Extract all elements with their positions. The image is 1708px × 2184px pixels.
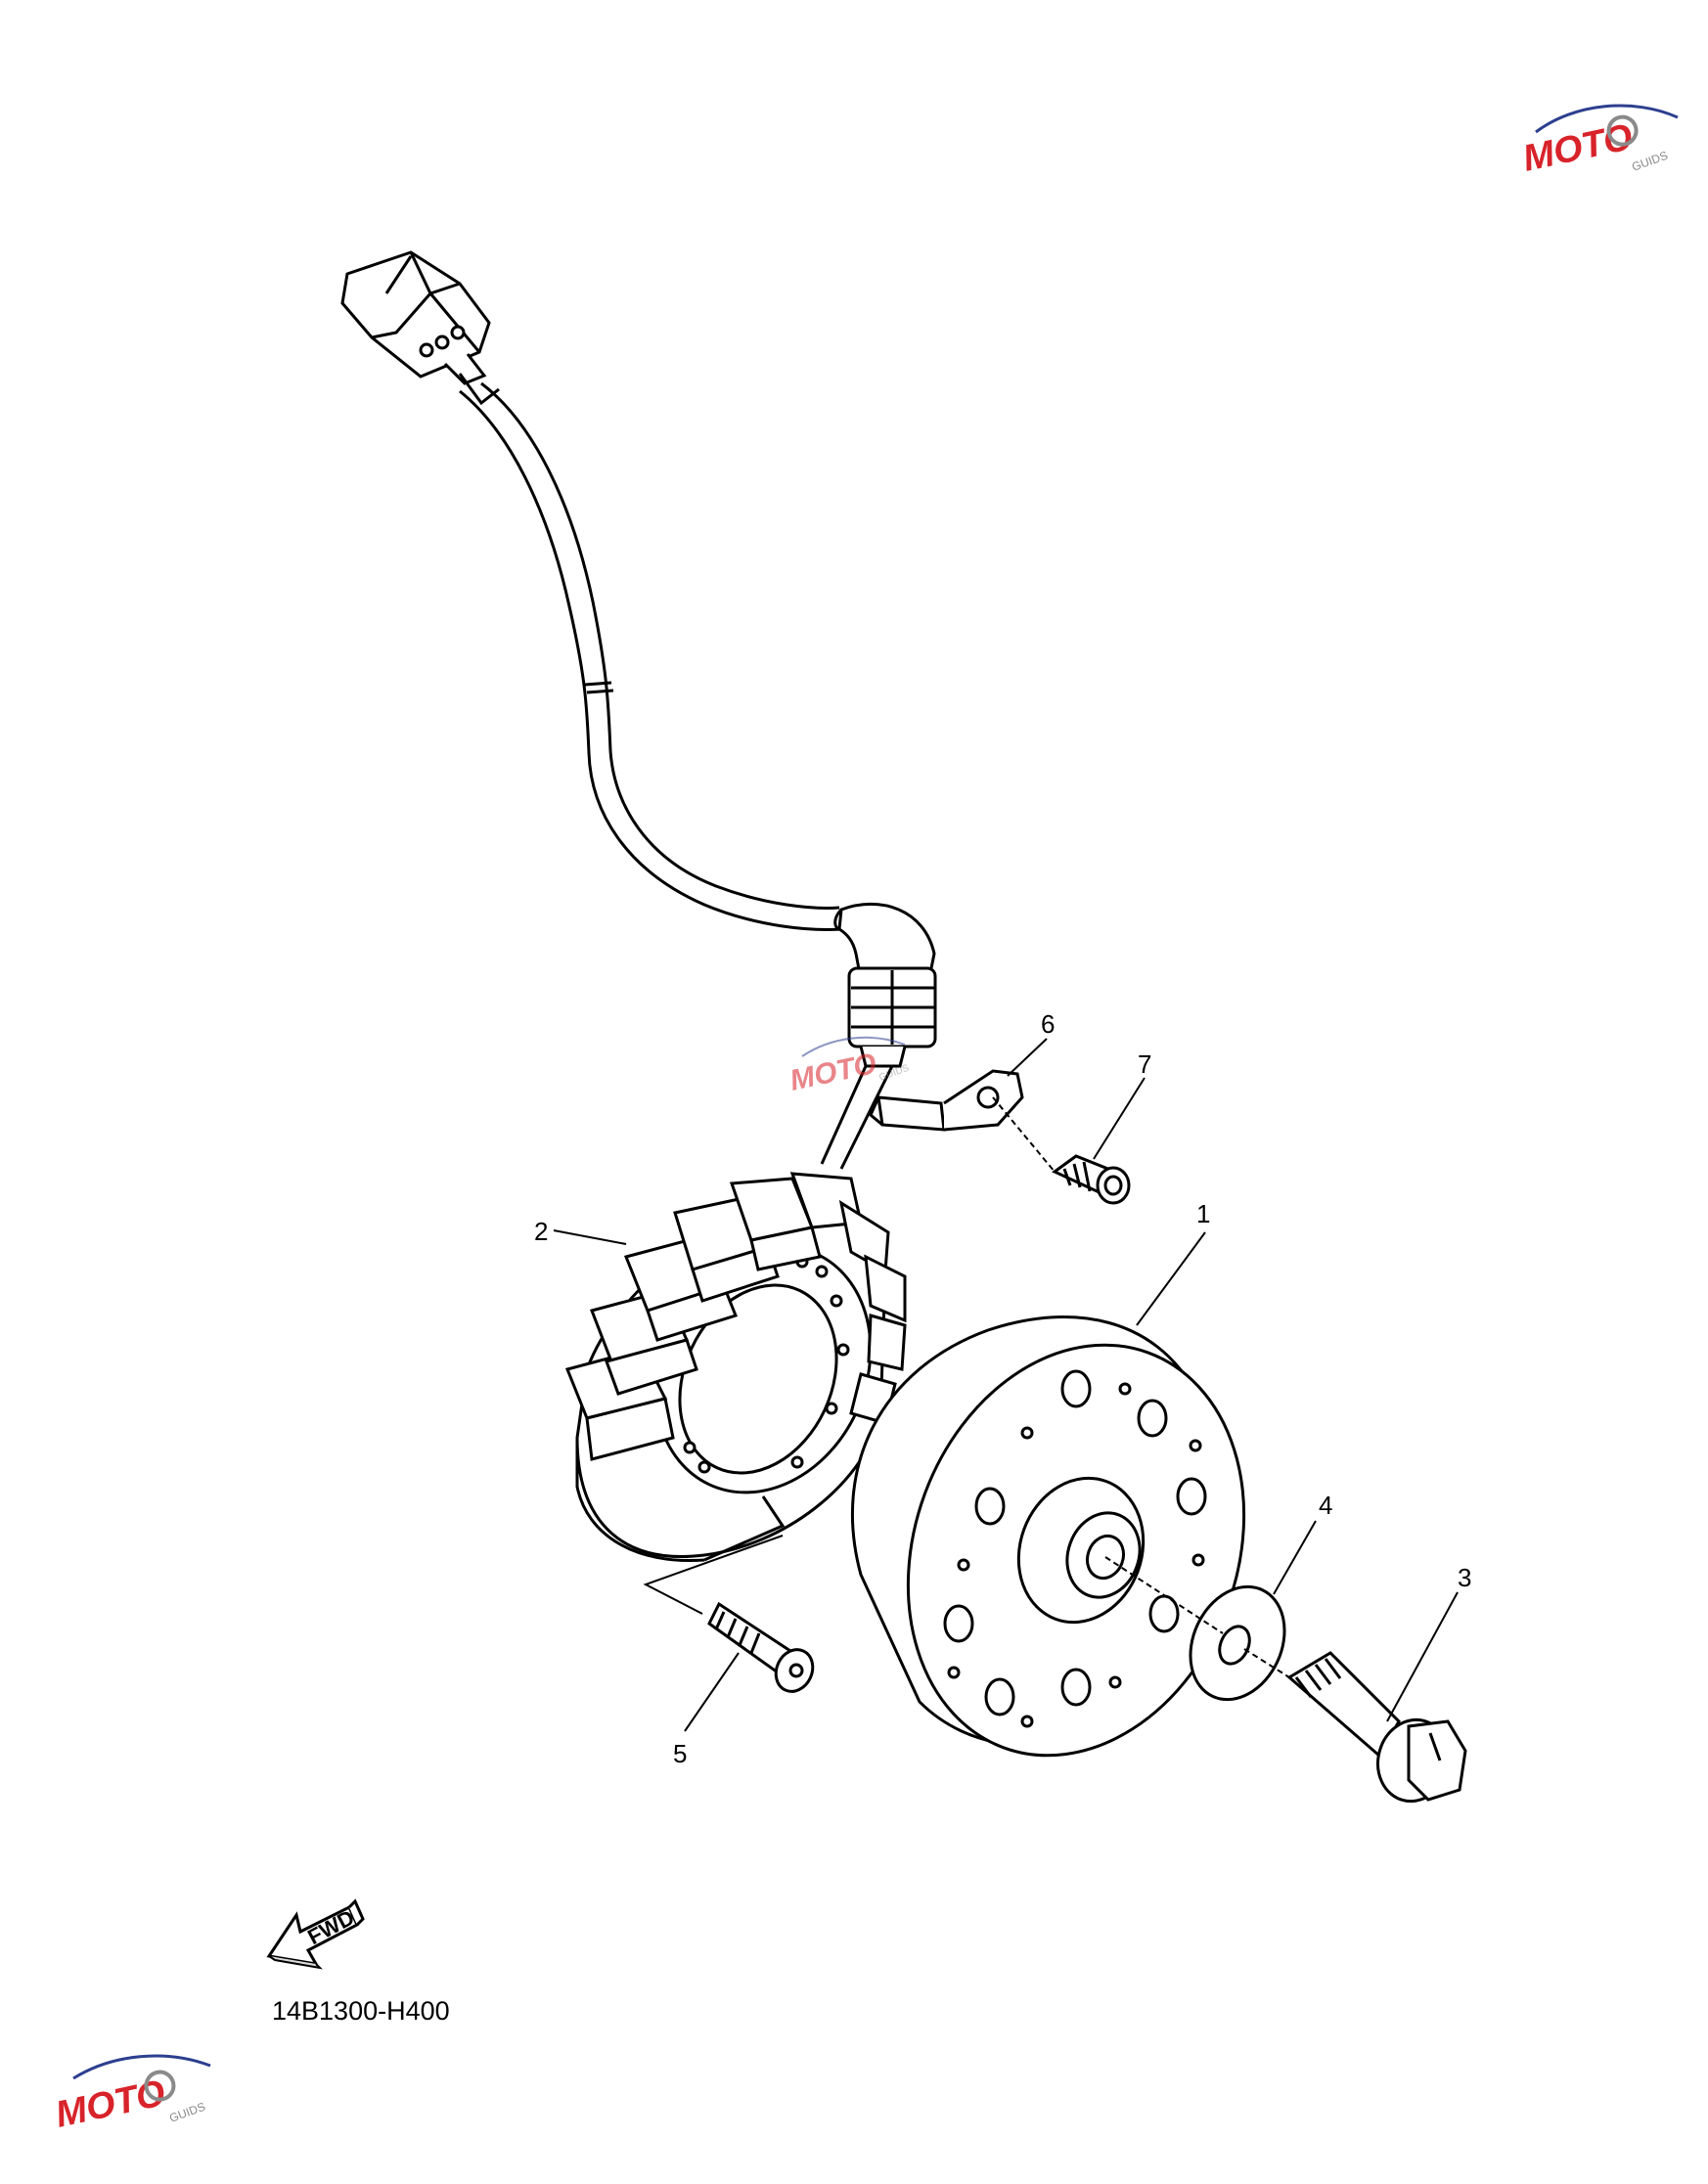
cable-grommet: [833, 902, 937, 1068]
stator-lead: [820, 1065, 894, 1170]
watermark-logo-bottom: MOTO GUIDS: [52, 2054, 211, 2136]
callout-leaders: [553, 1038, 1459, 1732]
leader-4: [1273, 1520, 1317, 1595]
fwd-arrow-icon: FWD: [266, 1898, 365, 1970]
callout-5: 5: [673, 1739, 687, 1768]
svg-text:MOTO: MOTO: [1519, 116, 1637, 180]
callout-3: 3: [1458, 1563, 1471, 1592]
washer: [1104, 1556, 1286, 1702]
svg-text:MOTO: MOTO: [52, 2073, 169, 2136]
clamp-screw: [992, 1096, 1131, 1205]
svg-text:GUIDS: GUIDS: [167, 2100, 207, 2125]
svg-text:MOTO: MOTO: [787, 1047, 879, 1097]
leader-3: [1386, 1591, 1459, 1722]
leader-7: [1093, 1077, 1146, 1160]
wire-harness: [459, 381, 842, 931]
lead-clamp: [869, 1069, 1024, 1132]
callout-1: 1: [1196, 1199, 1210, 1228]
stator-screw: [643, 1535, 815, 1693]
leader-1: [1136, 1231, 1206, 1326]
callout-4: 4: [1319, 1491, 1332, 1520]
callout-7: 7: [1138, 1049, 1151, 1079]
harness-connector: [340, 250, 500, 406]
leader-5: [684, 1652, 740, 1732]
leader-2: [553, 1229, 627, 1245]
leader-6: [1007, 1038, 1048, 1077]
svg-text:GUIDS: GUIDS: [1630, 149, 1670, 174]
fwd-label: FWD: [303, 1905, 358, 1950]
flywheel-rotor: [851, 1315, 1246, 1758]
diagram-code: 14B1300-H400: [272, 1996, 450, 2026]
callout-labels: 1 2 3 4 5 6 7: [534, 1009, 1471, 1768]
callout-6: 6: [1041, 1009, 1055, 1039]
flange-bolt: [1243, 1648, 1467, 1804]
callout-2: 2: [534, 1217, 548, 1246]
watermark-logo-top: MOTO GUIDS: [1519, 104, 1679, 180]
